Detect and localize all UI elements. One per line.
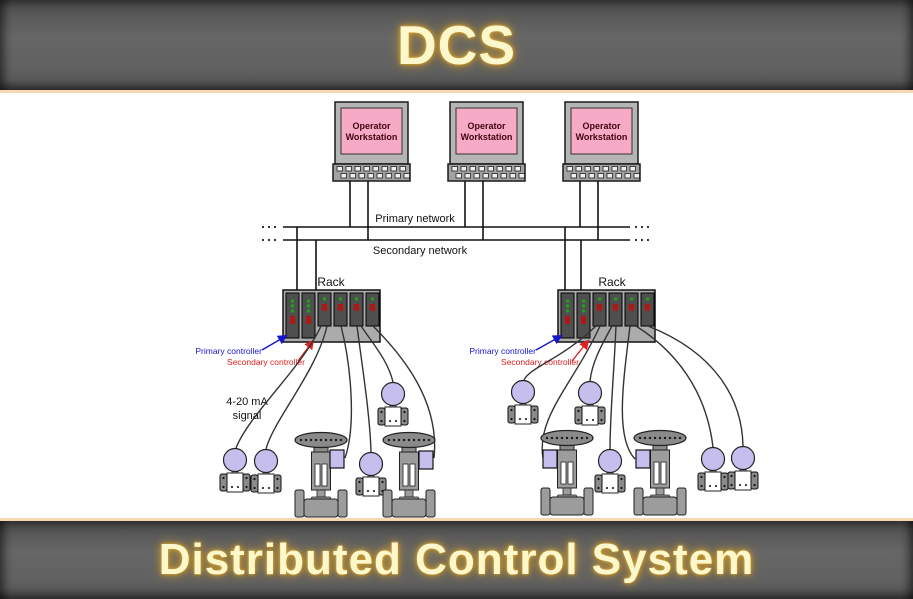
- transmitter: [574, 380, 606, 426]
- control-valve: [382, 431, 436, 518]
- operator-workstation-1: Operator Workstation: [332, 101, 411, 240]
- rack2-controller-callouts: Primary controller Secondary controller: [469, 335, 590, 367]
- page-title: DCS: [396, 14, 517, 76]
- secondary-network-line: [261, 238, 650, 242]
- transmitter: [507, 379, 539, 425]
- io-card: [640, 292, 655, 327]
- secondary-controller-label: Secondary controller: [501, 357, 579, 367]
- transmitter: [355, 451, 387, 497]
- io-card: [317, 292, 332, 327]
- transmitter: [377, 381, 409, 427]
- io-card: [333, 292, 348, 327]
- primary-network-line: [261, 225, 650, 229]
- workstation-label-line1: Operator: [582, 121, 621, 131]
- primary-controller-card: [285, 292, 300, 339]
- transmitter: [250, 448, 282, 494]
- io-card: [608, 292, 623, 327]
- secondary-controller-card: [576, 292, 591, 339]
- control-valve: [294, 431, 348, 518]
- operator-workstation-2: Operator Workstation: [447, 101, 526, 240]
- signal-label-line2: signal: [233, 410, 262, 422]
- workstation-label-line1: Operator: [352, 121, 391, 131]
- valve-positioner: [329, 449, 345, 469]
- io-card: [592, 292, 607, 327]
- secondary-network-label: Secondary network: [373, 245, 468, 257]
- controller-rack-1: [282, 289, 381, 343]
- primary-controller-card: [560, 292, 575, 339]
- valve-positioner: [418, 450, 434, 470]
- control-valve: [540, 429, 594, 516]
- operator-workstation-3: Operator Workstation: [562, 101, 641, 240]
- primary-controller-label: Primary controller: [195, 346, 262, 356]
- network-rack-drops: [296, 227, 582, 290]
- workstation-label-line2: Workstation: [346, 132, 398, 142]
- secondary-controller-card: [301, 292, 316, 339]
- control-valve: [633, 429, 687, 516]
- controller-rack-2: [557, 289, 656, 343]
- io-card: [624, 292, 639, 327]
- secondary-controller-label: Secondary controller: [227, 357, 305, 367]
- workstation-label-line1: Operator: [467, 121, 506, 131]
- transmitter: [219, 447, 251, 493]
- rack-label: Rack: [598, 275, 626, 289]
- transmitter: [594, 448, 626, 494]
- dcs-diagram: Operator Workstation Operator Workstatio…: [0, 93, 913, 518]
- workstation-label-line2: Workstation: [576, 132, 628, 142]
- field-wiring-rack2: [523, 325, 744, 460]
- workstation-label-line2: Workstation: [461, 132, 513, 142]
- primary-network-label: Primary network: [375, 213, 455, 225]
- transmitter: [727, 445, 759, 491]
- io-card: [349, 292, 364, 327]
- primary-controller-label: Primary controller: [469, 346, 536, 356]
- footer-banner: Distributed Control System: [0, 518, 913, 599]
- rack-label: Rack: [317, 275, 345, 289]
- valve-positioner: [542, 449, 558, 469]
- dcs-diagram-canvas: Operator Workstation Operator Workstatio…: [195, 101, 759, 518]
- io-card: [365, 292, 380, 327]
- valve-positioner: [635, 449, 651, 469]
- signal-label-line1: 4-20 mA: [226, 396, 268, 408]
- transmitter: [697, 446, 729, 492]
- footer-title: Distributed Control System: [158, 535, 755, 584]
- header-banner: DCS: [0, 0, 913, 93]
